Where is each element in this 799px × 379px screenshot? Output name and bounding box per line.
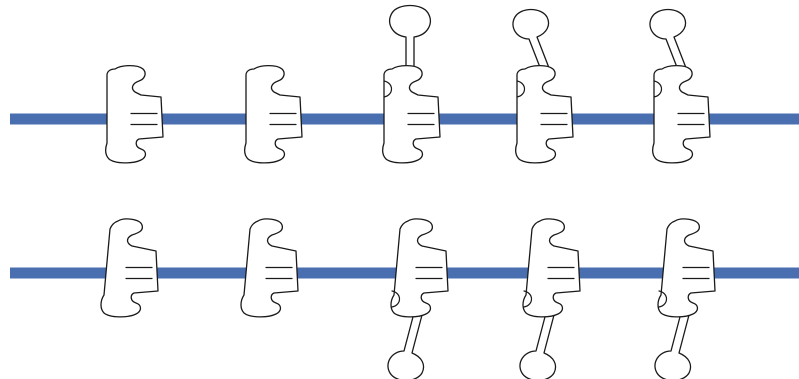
top-clip-5	[649, 8, 711, 164]
clip-lever	[512, 8, 552, 76]
clip-body	[244, 64, 303, 164]
top-clip-2	[244, 64, 303, 164]
clip-hinge	[383, 80, 393, 98]
top-clip-1	[105, 64, 164, 164]
clip-body	[105, 64, 164, 164]
clip-hinge	[516, 80, 526, 98]
top-clip-4	[512, 8, 574, 164]
bottom-clip-4	[519, 218, 581, 379]
clip-hinge	[391, 290, 401, 308]
clip-lever	[387, 312, 425, 379]
clip-layer	[100, 4, 716, 379]
clip-body	[652, 64, 711, 164]
bottom-clip-2	[240, 218, 299, 318]
clip-hinge	[653, 80, 663, 98]
top-clip-3	[382, 4, 441, 164]
clip-lever	[519, 312, 557, 379]
clip-hinge	[523, 290, 533, 308]
clip-lever	[654, 312, 692, 379]
bottom-clip-5	[654, 218, 716, 379]
clip-body	[515, 64, 574, 164]
clip-lever	[389, 4, 431, 75]
bottom-clip-1	[100, 218, 159, 318]
clip-body	[382, 64, 441, 164]
bottom-clip-3	[387, 218, 449, 379]
clip-lever	[649, 8, 689, 76]
clip-hinge	[658, 290, 668, 308]
